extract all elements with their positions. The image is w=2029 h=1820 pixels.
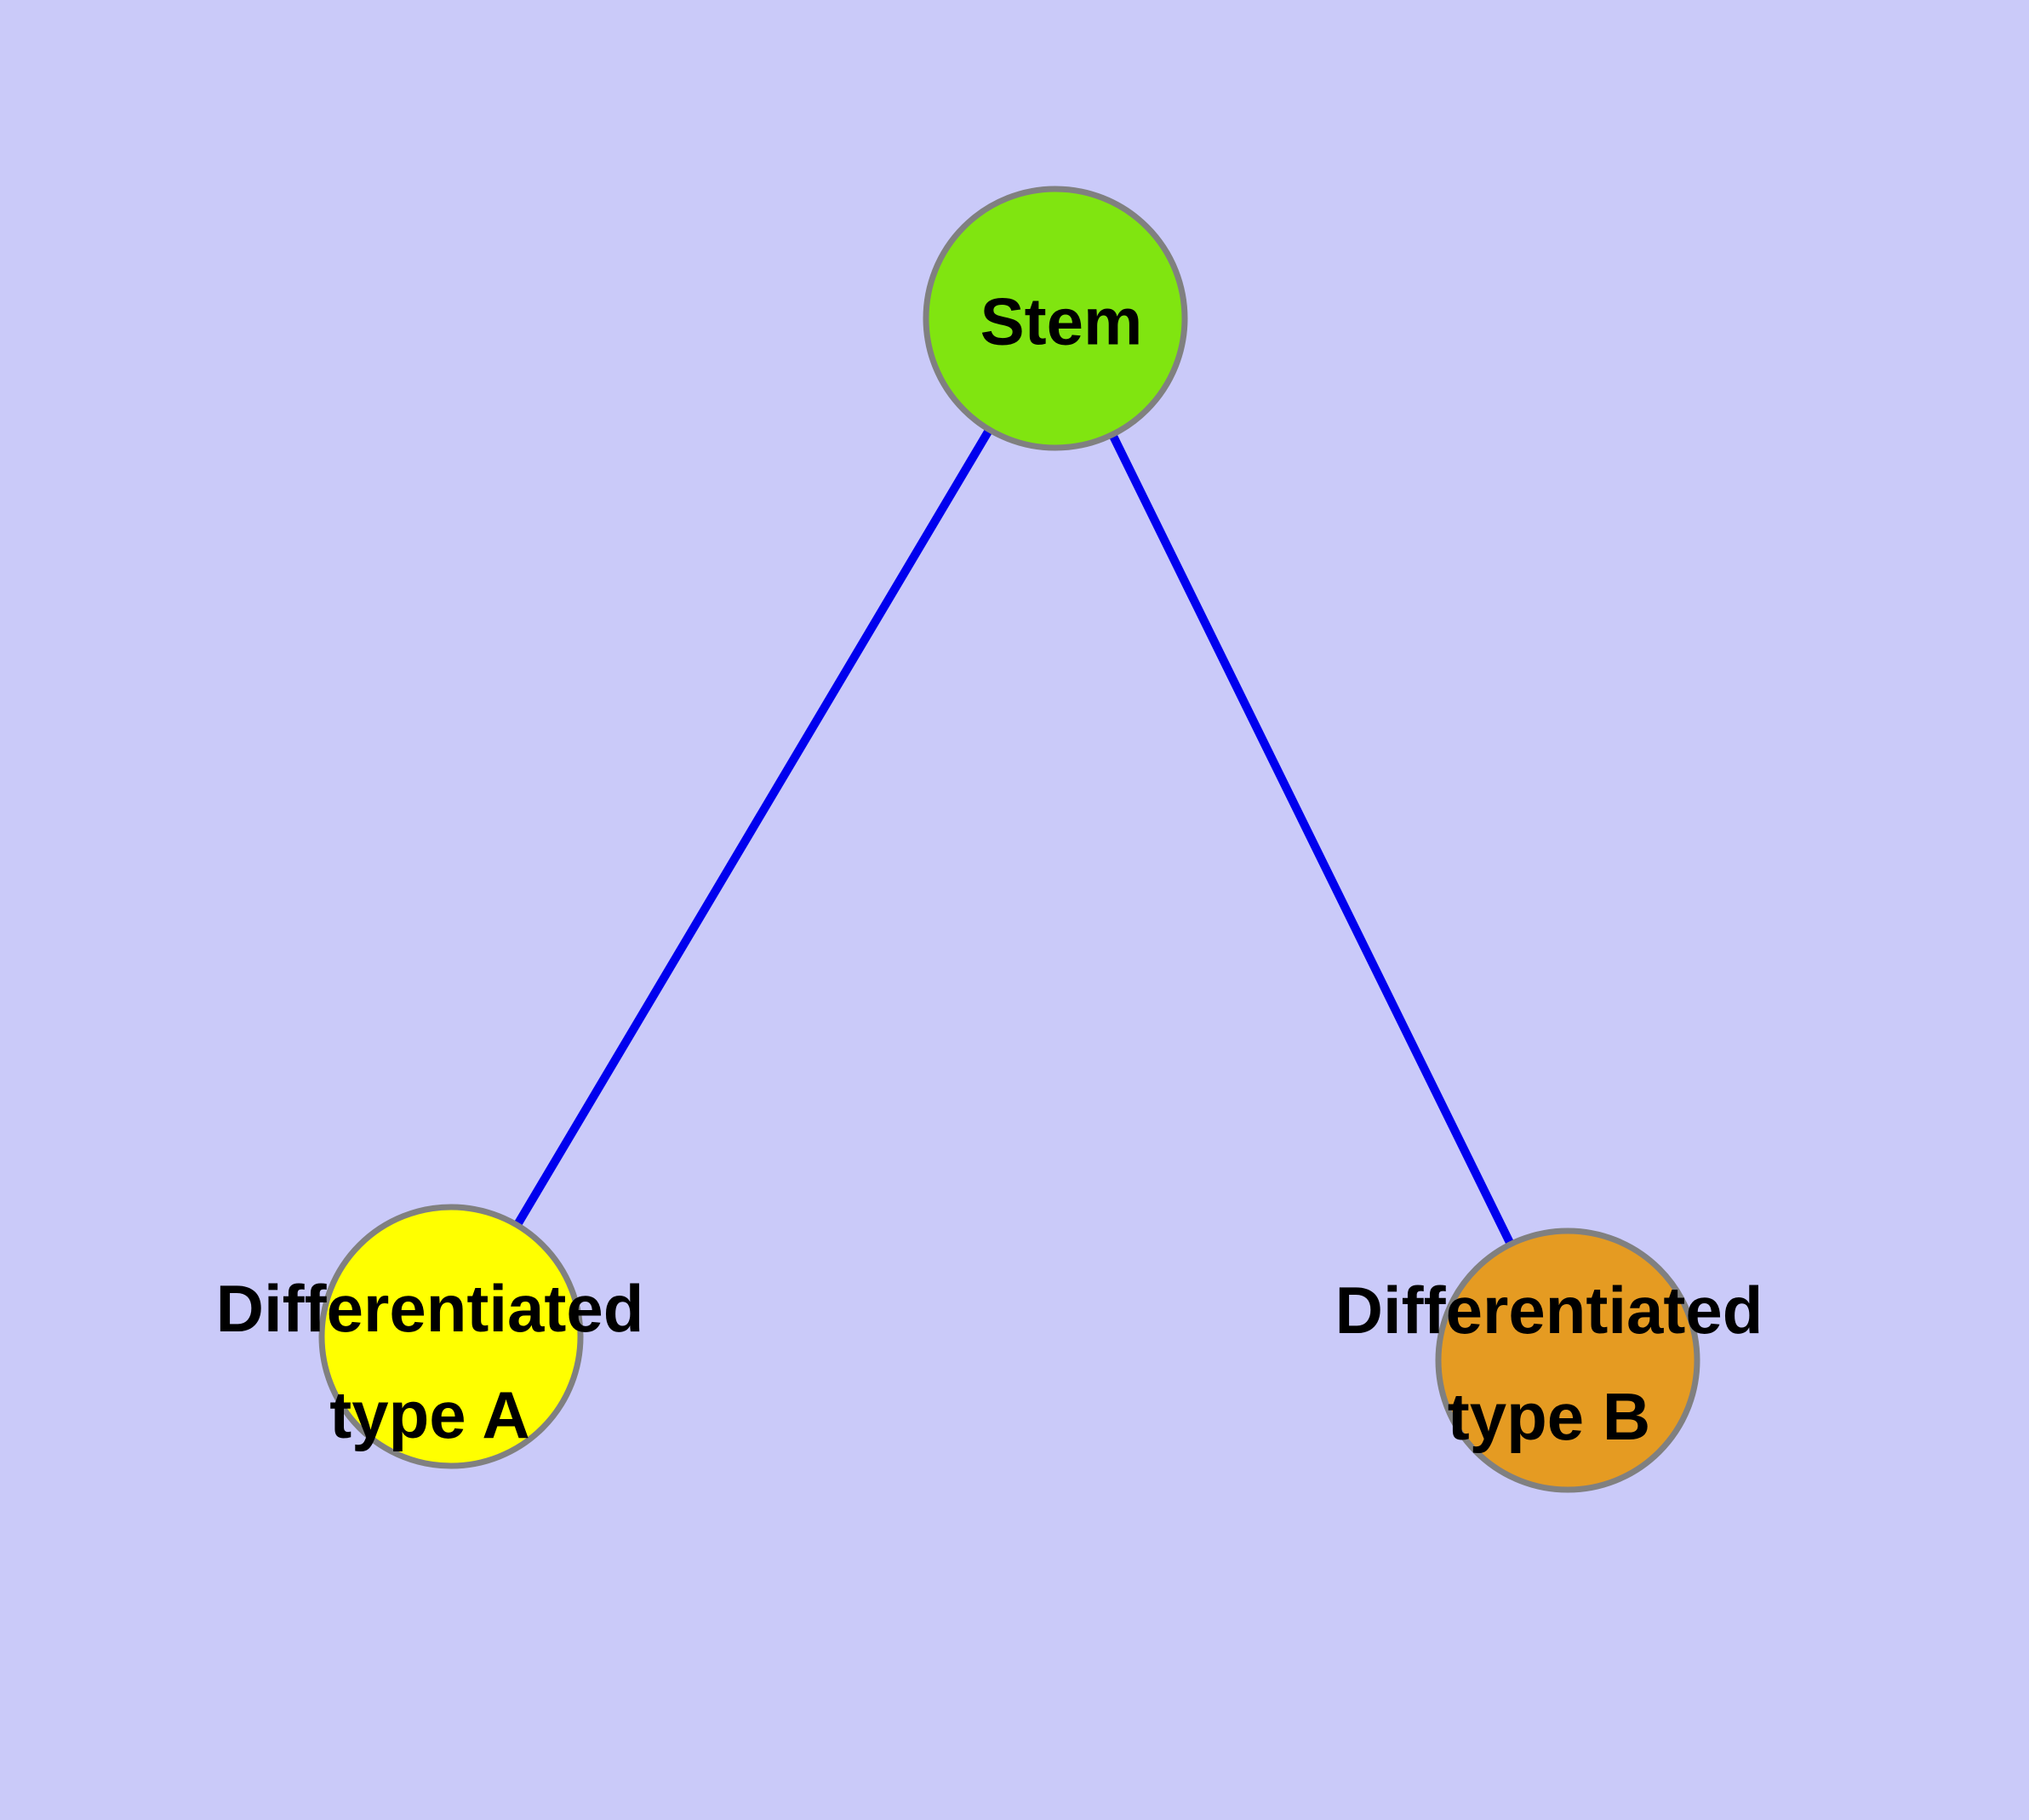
edge-stem-to-type-b — [1051, 316, 1572, 1363]
edge-stem-to-type-a — [447, 316, 1060, 1339]
node-differentiated-type-a[interactable] — [318, 1204, 584, 1469]
node-stem[interactable] — [923, 186, 1188, 451]
node-differentiated-type-b[interactable] — [1435, 1228, 1700, 1493]
